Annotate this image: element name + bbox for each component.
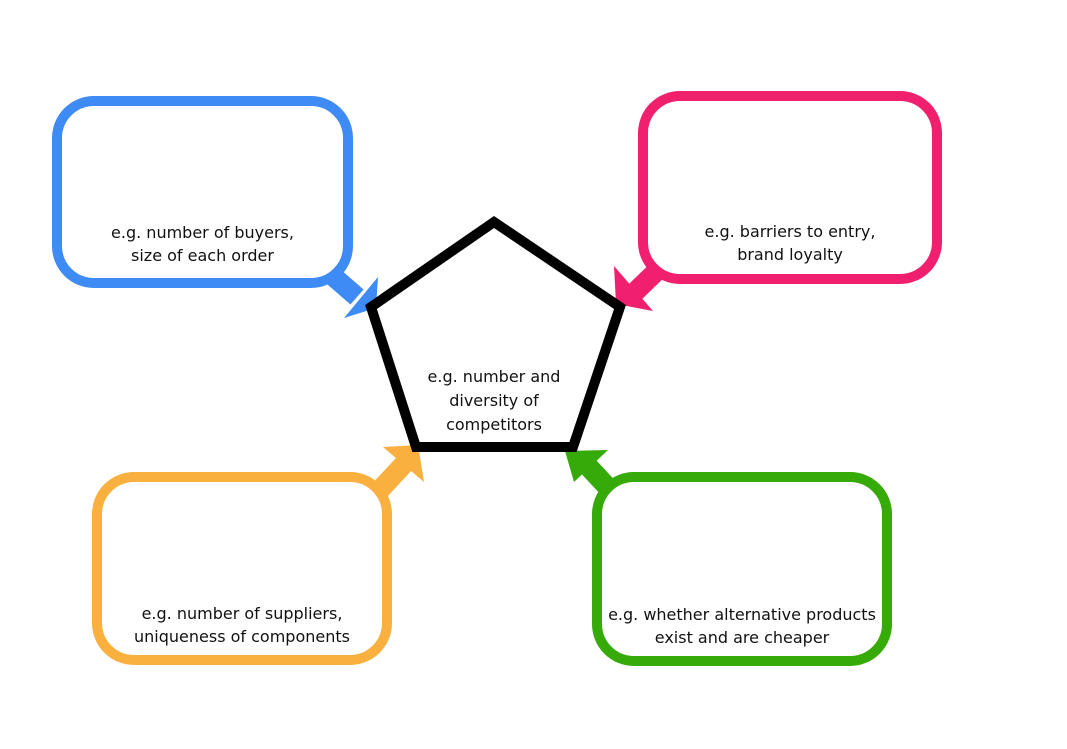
rivalry-pentagon xyxy=(365,215,626,452)
entrants-box: e.g. barriers to entry, brand loyalty xyxy=(638,91,942,284)
suppliers-label-line-2: uniqueness of components xyxy=(134,627,350,646)
rivalry-label-line-1: e.g. number and xyxy=(427,367,561,386)
buyers-label-line-1: e.g. number of buyers, xyxy=(111,223,294,242)
substitutes-box: e.g. whether alternative products exist … xyxy=(592,472,892,666)
rivalry-label-line-3: competitors xyxy=(446,415,542,434)
buyers-label-line-2: size of each order xyxy=(131,246,274,265)
buyers-box: e.g. number of buyers, size of each orde… xyxy=(52,96,353,288)
substitutes-label-line-1: e.g. whether alternative products xyxy=(608,605,876,624)
entrants-label: e.g. barriers to entry, brand loyalty xyxy=(648,220,932,266)
rivalry-label-line-2: diversity of xyxy=(449,391,539,410)
entrants-label-line-2: brand loyalty xyxy=(737,245,843,264)
buyers-label: e.g. number of buyers, size of each orde… xyxy=(62,221,343,267)
substitutes-label: e.g. whether alternative products exist … xyxy=(602,603,882,649)
suppliers-label-line-1: e.g. number of suppliers, xyxy=(141,604,343,623)
suppliers-arrow xyxy=(370,445,424,499)
suppliers-label: e.g. number of suppliers, uniqueness of … xyxy=(102,602,382,648)
suppliers-box: e.g. number of suppliers, uniqueness of … xyxy=(92,472,392,665)
substitutes-label-line-2: exist and are cheaper xyxy=(654,628,830,647)
entrants-label-line-1: e.g. barriers to entry, xyxy=(704,222,876,241)
rivalry-label: e.g. number and diversity of competitors xyxy=(414,365,574,437)
